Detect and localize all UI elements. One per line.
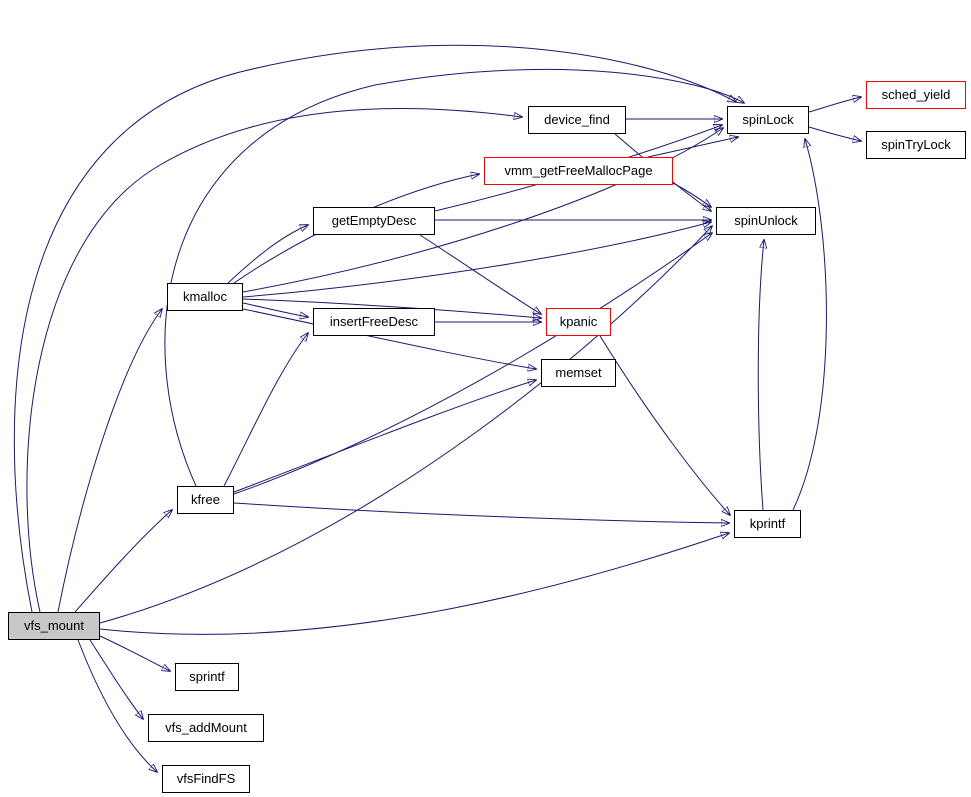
edge-vmm-getfreemallocpage-to-spinlock [647, 137, 738, 158]
edge-vfs-mount-to-kmalloc [57, 309, 162, 613]
edge-vfs-mount-to-spinunlock [99, 226, 712, 624]
node-spintrylock[interactable]: spinTryLock [866, 131, 966, 159]
edge-kmalloc-to-getemptydesc [227, 225, 308, 284]
edge-getemptydesc-to-kpanic [419, 234, 541, 314]
edge-kfree-to-kprintf [233, 502, 729, 523]
node-sprintf[interactable]: sprintf [175, 663, 239, 691]
edge-vmm-getfreemallocpage-to-spinunlock [672, 182, 711, 207]
edge-kmalloc-to-spinunlock [242, 222, 711, 298]
node-kfree[interactable]: kfree [177, 486, 234, 514]
edge-vfs-mount-to-sprintf [99, 635, 170, 671]
node-kmalloc[interactable]: kmalloc [167, 283, 243, 311]
edge-kmalloc-to-memset [242, 308, 536, 369]
node-vfs-mount: vfs_mount [8, 612, 100, 640]
edge-spinlock-to-spintrylock [808, 126, 861, 141]
edge-vfs-mount-to-vfs-addmount [89, 639, 143, 719]
node-spinlock[interactable]: spinLock [727, 106, 809, 134]
node-vmm-getfreemallocpage[interactable]: vmm_getFreeMallocPage [484, 157, 673, 185]
edge-vfs-mount-to-kprintf [99, 533, 729, 635]
edge-vfs-mount-to-spinlock [13, 44, 736, 613]
edge-kfree-to-memset [233, 380, 536, 493]
edge-kprintf-to-spinunlock [757, 240, 764, 511]
edge-spinlock-to-sched-yield [808, 97, 861, 113]
edge-vfs-mount-to-device-find [26, 107, 522, 613]
node-kprintf[interactable]: kprintf [734, 510, 801, 538]
node-device-find[interactable]: device_find [528, 106, 626, 134]
edge-kfree-to-insertfreedesc [223, 333, 308, 487]
node-vfs-addmount[interactable]: vfs_addMount [148, 714, 264, 742]
edge-kmalloc-to-spinlock [242, 128, 723, 293]
node-memset[interactable]: memset [541, 359, 616, 387]
edge-kmalloc-to-insertfreedesc [242, 302, 308, 317]
edge-vfs-mount-to-kfree [74, 510, 172, 613]
edge-kmalloc-to-kpanic [242, 298, 541, 318]
node-getemptydesc[interactable]: getEmptyDesc [313, 207, 435, 235]
edge-vfs-mount-to-vfsfindfs [77, 639, 157, 772]
node-insertfreedesc[interactable]: insertFreeDesc [313, 308, 435, 336]
node-vfsfindfs[interactable]: vfsFindFS [162, 765, 250, 793]
node-sched-yield[interactable]: sched_yield [866, 81, 966, 109]
edge-kfree-to-spinunlock [233, 233, 712, 495]
node-kpanic[interactable]: kpanic [546, 308, 611, 336]
node-spinunlock[interactable]: spinUnlock [716, 207, 816, 235]
edge-kprintf-to-spinlock [792, 139, 827, 511]
edge-kpanic-to-kprintf [599, 335, 730, 515]
edge-kfree-to-spinlock [164, 68, 744, 487]
